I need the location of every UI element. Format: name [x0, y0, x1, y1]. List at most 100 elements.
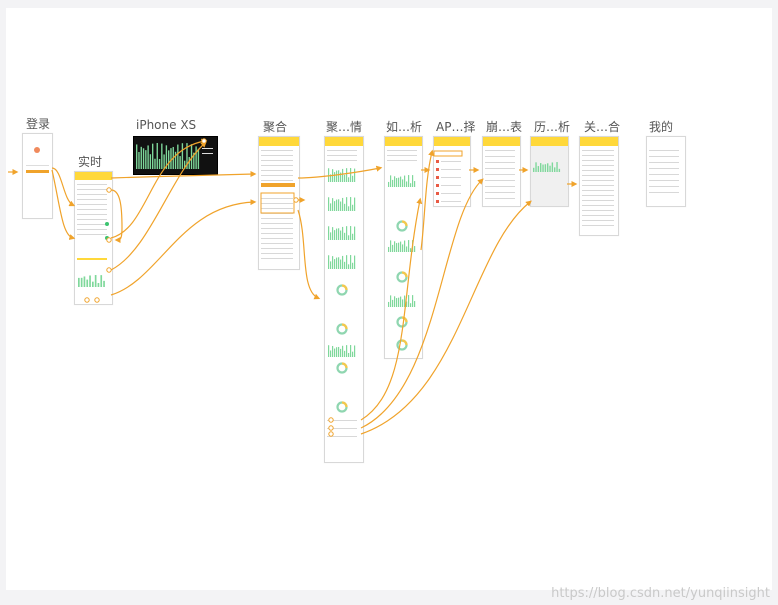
chart-bar [554, 167, 556, 172]
text-line [485, 192, 515, 193]
chart-bar [410, 183, 412, 187]
donut-segment [401, 271, 408, 278]
chart-bar [394, 176, 396, 187]
donut-segment [341, 284, 348, 291]
chart-bar [354, 345, 356, 357]
text-line [582, 185, 614, 186]
flow-arrow [297, 209, 321, 300]
text-line [261, 180, 293, 181]
chart-bar [346, 255, 348, 269]
chart-bar [394, 296, 396, 307]
chart-bar [344, 350, 346, 357]
hotspot-marker [106, 187, 112, 193]
chart-bar [537, 166, 540, 172]
screen-crash-report[interactable] [482, 136, 521, 207]
chart-bar [147, 145, 149, 169]
chart-bar [348, 206, 350, 211]
screen-agg-detail[interactable] [324, 136, 364, 463]
chart-bar [408, 175, 410, 187]
chart-bar [388, 301, 390, 307]
text-line [261, 155, 293, 156]
chart-bar [396, 243, 398, 252]
text-line [261, 150, 293, 151]
chart-bar [544, 164, 547, 172]
chart-bar [158, 158, 161, 169]
screen-ap-select[interactable] [433, 136, 471, 207]
screen-login[interactable] [22, 133, 53, 219]
chart-bar [344, 232, 346, 240]
flow-arrow [360, 200, 532, 435]
watermark: https://blog.csdn.net/yunqiinsight [551, 586, 770, 601]
chart-bar [354, 168, 356, 182]
text-line [582, 225, 614, 226]
chart-bar [350, 255, 352, 269]
chart-bar [542, 164, 544, 172]
text-line [485, 198, 515, 199]
hotspot-marker [201, 138, 207, 144]
chart-bar [396, 178, 398, 187]
chart-bar [92, 281, 94, 287]
chart-bar [352, 351, 354, 357]
chart-bar [350, 226, 352, 240]
text-line [387, 155, 417, 156]
chart-bar [354, 226, 356, 240]
text-line [649, 156, 679, 157]
screen-mine[interactable] [646, 136, 686, 207]
donut-segment [401, 339, 408, 346]
chart-bar [533, 167, 535, 172]
chart-bar [188, 157, 190, 169]
chart-bar [334, 259, 336, 269]
chart-bar [174, 151, 177, 169]
text-line [77, 219, 107, 220]
app-icon [436, 200, 439, 203]
list-item-line [441, 161, 461, 162]
login-button[interactable] [26, 170, 49, 173]
chart-bar [406, 301, 408, 307]
screen-about[interactable] [579, 136, 619, 236]
hotspot-marker [328, 425, 334, 431]
chart-bar [394, 241, 396, 252]
chart-bar [340, 201, 342, 211]
text-line [582, 205, 614, 206]
chart-bar [163, 154, 165, 169]
chart-bar [346, 226, 348, 240]
text-line [77, 234, 107, 235]
text-line [582, 165, 614, 166]
chart-bar [186, 143, 188, 169]
hotspot-marker [106, 237, 112, 243]
text-line [261, 243, 293, 244]
text-line [261, 248, 293, 249]
text-line [582, 190, 614, 191]
chart-bar [396, 298, 398, 307]
text-line [327, 436, 357, 437]
app-icon [436, 192, 439, 195]
text-line [582, 220, 614, 221]
text-line [582, 215, 614, 216]
chart-bar [402, 179, 404, 187]
chart-bar [154, 158, 156, 169]
chart-bar [338, 170, 340, 182]
app-icon [436, 160, 439, 163]
tab-strip [77, 258, 107, 260]
chart-bar [348, 235, 350, 240]
chart-bar [352, 204, 354, 211]
text-line [649, 162, 679, 163]
chart-bar [410, 248, 412, 252]
chart-bar [142, 148, 145, 169]
chart-bar [338, 346, 340, 357]
screen-label-how-analyze: 如…析 [386, 120, 423, 134]
chart-bar [330, 232, 332, 240]
text-line [387, 160, 417, 161]
app-icon [436, 184, 439, 187]
chart-bar [342, 197, 344, 211]
chart-bar [328, 168, 330, 182]
text-line [261, 170, 293, 171]
chart-bar [406, 181, 408, 187]
donut-segment [341, 401, 348, 408]
text-line [77, 194, 107, 195]
chart-bar [551, 162, 554, 172]
chart-bar [388, 246, 390, 252]
text-line [582, 175, 614, 176]
app-icon [436, 168, 439, 171]
